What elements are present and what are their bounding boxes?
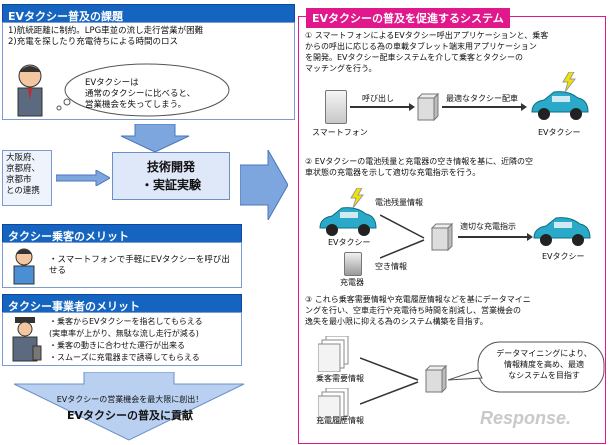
issue-2: 2)充電を探したり充電待ちによる時間のロス <box>8 37 178 47</box>
label-call: 呼び出し <box>362 94 394 103</box>
watermark: Response. <box>480 408 572 428</box>
city-line: 京都市 <box>6 175 32 185</box>
server-icon <box>416 92 440 122</box>
speech-line: 営業機会を失ってしまう。 <box>85 100 187 110</box>
s1-line: マッチングを行う。 <box>305 64 377 73</box>
label-charger: 充電器 <box>340 278 364 287</box>
label-vacancy: 空き情報 <box>375 262 407 271</box>
bubble-line: なシステムを目指す <box>508 371 580 380</box>
bubble-line: データマイニングにより、 <box>496 349 592 358</box>
server-icon <box>424 364 448 394</box>
s3-line: ③ これら乗客需要情報や充電履歴情報などを基にデータマイニ <box>305 295 531 304</box>
s3-line: 逸失を最小限に抑える為のシステム構築を目指す。 <box>305 317 488 326</box>
conclusion-line-2: EVタクシーの普及に貢献 <box>66 409 194 422</box>
speech-bubble: EVタクシーは 通常のタクシーに比べると、 営業機会を失ってしまう。 <box>85 78 225 111</box>
label-demand: 乗客需要情報 <box>316 374 364 383</box>
server-icon <box>430 222 454 252</box>
label-evtaxi-s2: EVタクシー <box>328 238 371 247</box>
label-evtaxi: EVタクシー <box>538 128 581 137</box>
label-battery: 電池残量情報 <box>375 198 423 207</box>
charger-icon <box>344 252 362 276</box>
label-history: 充電履歴情報 <box>316 416 364 425</box>
operator-item: (実車率が上がり、無駄な流し走行が減る) <box>49 329 199 338</box>
down-arrow-icon <box>120 124 190 152</box>
system-title: EVタクシーの普及を促進するシステム <box>306 8 510 28</box>
s2-line: 車状態の充電器を示して適切な充電指示を行う。 <box>305 168 481 177</box>
issue-1: 1)航続距離に制約。LPG車並の流し走行営業が困難 <box>8 26 204 36</box>
smartphone-icon <box>325 90 347 124</box>
lightning-icon <box>350 188 365 208</box>
s3-line: ングを行い、空車走行や充電待ち時間を削減し、営業機会の <box>305 306 521 315</box>
s1-line: を開発。EVタクシー配車システムを介して乗客とタクシーの <box>305 53 524 62</box>
label-evtaxi2: EVタクシー <box>542 252 585 261</box>
ev-taxi-icon <box>533 217 591 246</box>
ev-taxi-icon <box>319 207 377 236</box>
section-1-text: ① スマートフォンによるEVタクシー呼出アプリケーションと、乗客 からの呼出に応… <box>305 30 603 74</box>
connector-lines <box>380 214 425 259</box>
s1-line: ① スマートフォンによるEVタクシー呼出アプリケーションと、乗客 <box>305 31 549 40</box>
s2-line: ② EVタクシーの電池残量と充電器の空き情報を基に、近隣の空 <box>305 157 533 166</box>
s1-line: からの呼出に応じる為の車載タブレット端末用アプリケーション <box>305 42 537 51</box>
document-icon <box>318 336 349 372</box>
mining-bubble: データマイニングにより、 情報精度を高め、最適 なシステムを目指す <box>486 348 602 381</box>
passenger-panel: ・スマートフォンで手軽にEVタクシーを呼び出 せる <box>2 242 242 288</box>
call-arrow <box>350 103 415 111</box>
label-phone: スマートフォン <box>312 128 368 137</box>
conclusion-line-1: EVタクシーの営業機会を最大限に創出！ <box>56 395 204 404</box>
speech-line: EVタクシーは <box>85 78 139 88</box>
section-2-text: ② EVタクシーの電池残量と充電器の空き情報を基に、近隣の空 車状態の充電器を示… <box>305 156 603 178</box>
passenger-item: ・スマートフォンで手軽にEVタクシーを呼び出 <box>49 255 230 265</box>
tech-line: 技術開発 <box>146 160 195 174</box>
speech-bubble-shape <box>56 63 230 117</box>
section-3-text: ③ これら乗客需要情報や充電履歴情報などを基にデータマイニ ングを行い、空車走行… <box>305 294 603 327</box>
conclusion-arrow-shape <box>13 372 245 441</box>
lightning-icon <box>562 72 577 92</box>
ev-taxi-icon <box>531 91 589 120</box>
document-icon <box>318 388 349 424</box>
mining-bubble-shape <box>448 341 605 393</box>
bubble-line: 情報精度を高め、最適 <box>504 360 584 369</box>
cities-box: 大阪府、 京都府、 京都市 との連携 <box>2 150 52 206</box>
operator-panel: ・乗客からEVタクシーを指名してもらえる (実車率が上がり、無駄な流し走行が減る… <box>2 312 242 366</box>
right-arrow-icon <box>56 170 110 186</box>
taxi-driver-icon <box>12 317 42 362</box>
label-instruction: 適切な充電指示 <box>460 222 516 231</box>
tech-box: 技術開発 ・実証実験 <box>112 152 230 200</box>
passenger-item: せる <box>49 266 67 276</box>
dispatch-arrow <box>442 103 527 111</box>
city-line: 京都府、 <box>6 164 41 174</box>
operator-item: ・スムーズに充電器まで誘導してもらえる <box>49 353 200 362</box>
conclusion: EVタクシーの営業機会を最大限に創出！ EVタクシーの普及に貢献 <box>20 394 240 423</box>
passenger-icon <box>13 248 35 285</box>
city-line: 大阪府、 <box>6 153 41 163</box>
operator-item: ・乗客からEVタクシーを指名してもらえる <box>49 317 203 326</box>
label-dispatch: 最適なタクシー配車 <box>446 94 518 103</box>
big-right-arrow-icon <box>240 150 288 220</box>
charge-instruction-arrow <box>458 233 533 241</box>
speech-line: 通常のタクシーに比べると、 <box>85 89 196 99</box>
city-line: との連携 <box>6 186 40 196</box>
operator-item: ・乗客の動きに合わせた運行が出来る <box>49 341 185 350</box>
tech-line: ・実証実験 <box>140 178 201 192</box>
driver-icon <box>17 64 43 117</box>
connector-lines <box>360 357 419 405</box>
